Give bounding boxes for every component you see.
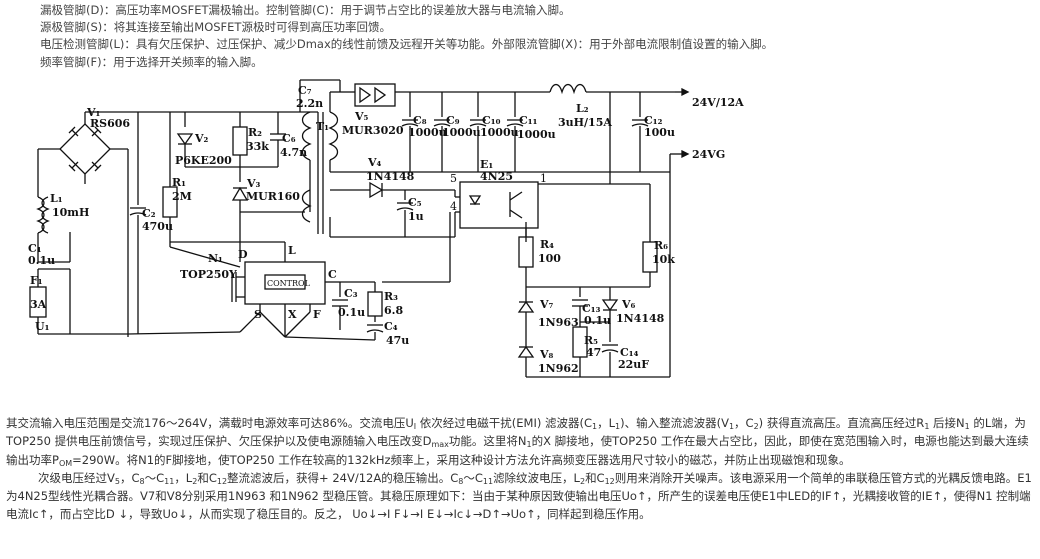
label-p6ke200: P6KE200 [175, 154, 232, 167]
label-c14-value: 22uF [618, 358, 649, 371]
label-f1-value: 3A [30, 298, 47, 311]
label-c12: C₁₂ [644, 114, 663, 127]
paragraph-output-stage: 次级电压经过V5，C8～C11，L2和C12整流滤波后，获得+ 24V/12A的… [6, 470, 1032, 522]
label-rs606: RS606 [90, 117, 130, 130]
label-c9-value: 1000u [442, 126, 481, 139]
article-body: 其交流输入电压范围是交流176～264V，满载时电源效率可达86%。交流电压UI… [6, 414, 1034, 524]
label-c3-value: 0.1u [338, 306, 365, 319]
label-pin-d: D [238, 248, 248, 261]
label-v5: V₅ [354, 110, 369, 123]
label-f1: F₁ [30, 274, 43, 287]
label-v3: V₃ [246, 177, 261, 190]
label-c5: C₅ [408, 196, 422, 209]
label-c11: C₁₁ [519, 114, 538, 127]
label-pin-4: 4 [450, 200, 457, 213]
circuit-schematic: V₁ RS606 L₁ 10mH C₁ 0.1u F₁ 3A U₁ R₁ 2M … [28, 79, 744, 378]
label-c10-value: 1000u [480, 126, 519, 139]
label-c1-value: 0.1u [28, 254, 55, 267]
intro-line: 源极管脚(S)：将其连接至输出MOSFET源极时可得到高压功率回馈。 [40, 20, 391, 35]
label-v6: V₆ [621, 298, 636, 311]
label-c14: C₁₄ [620, 346, 639, 359]
label-n1: N₁ [208, 252, 223, 265]
label-u1: U₁ [35, 320, 50, 333]
label-e1: E₁ [480, 158, 493, 171]
label-c6-value: 4.7n [280, 146, 307, 159]
label-c7: C₇ [298, 84, 312, 97]
label-v4: V₄ [367, 156, 382, 169]
label-c9: C₉ [446, 114, 460, 127]
intro-line: 频率管脚(F)：用于选择开关频率的输入脚。 [40, 54, 263, 69]
label-r3: R₃ [384, 290, 398, 303]
pin-description-list: 漏极管脚(D)：高压功率MOSFET漏极输出。控制管脚(C)：用于调节占空比的误… [40, 2, 1030, 71]
label-c12-value: 100u [644, 126, 675, 139]
label-r6-value: 10k [652, 253, 675, 266]
label-1n962: 1N962 [538, 362, 579, 375]
label-l1: L₁ [50, 192, 63, 205]
label-pin-c: C [328, 268, 337, 281]
label-4n25: 4N25 [480, 170, 513, 183]
label-r3-value: 6.8 [384, 304, 403, 317]
label-pin-l: L [288, 244, 296, 257]
label-r2-value: 33k [246, 140, 269, 153]
label-c2-value: 470u [142, 220, 173, 233]
label-c4: C₄ [384, 320, 398, 333]
label-r4-value: 100 [538, 252, 561, 265]
label-control: CONTROL [267, 279, 311, 288]
label-c8: C₈ [413, 114, 427, 127]
label-c2: C₂ [142, 207, 156, 220]
label-r1-value: 2M [172, 190, 192, 203]
label-r6: R₆ [654, 239, 668, 252]
label-1n4148-a: 1N4148 [366, 170, 415, 183]
label-1n4148-b: 1N4148 [616, 312, 665, 325]
label-c10: C₁₀ [482, 114, 501, 127]
label-r4: R₄ [540, 238, 554, 251]
label-v7: V₇ [539, 298, 554, 311]
label-c5-value: 1u [408, 210, 424, 223]
label-l2-value: 3uH/15A [558, 116, 612, 129]
label-pin-1: 1 [540, 172, 547, 185]
label-top250y: TOP250Y [180, 268, 237, 281]
label-l1-value: 10mH [52, 206, 89, 219]
label-v8: V₈ [539, 348, 554, 361]
label-c13-value: 0.1u [584, 314, 611, 327]
label-r5-value: 47 [586, 346, 601, 359]
label-1n963: 1N963 [538, 316, 579, 329]
label-c4-value: 47u [386, 334, 409, 347]
label-output-ground: 24VG [692, 148, 725, 161]
label-r2: R₂ [248, 126, 262, 139]
label-mur3020: MUR3020 [342, 124, 404, 137]
label-c3: C₃ [344, 287, 358, 300]
label-l2: L₂ [576, 102, 589, 115]
label-c13: C₁₃ [582, 302, 601, 315]
label-output-24v: 24V/12A [692, 96, 744, 109]
label-r5: R₅ [584, 334, 598, 347]
intro-line: 电压检测管脚(L)：具有欠压保护、过压保护、减少Dmax的线性前馈及远程开关等功… [40, 37, 774, 52]
paragraph-input-stage: 其交流输入电压范围是交流176～264V，满载时电源效率可达86%。交流电压UI… [6, 416, 1029, 468]
label-mur160: MUR160 [246, 190, 300, 203]
label-c8-value: 1000u [408, 126, 447, 139]
intro-line: 漏极管脚(D)：高压功率MOSFET漏极输出。控制管脚(C)：用于调节占空比的误… [40, 3, 571, 17]
label-v1: V₁ [86, 106, 101, 119]
label-pin-5: 5 [450, 172, 457, 185]
label-t1: T₁ [316, 120, 329, 133]
label-r1: R₁ [172, 176, 186, 189]
label-pin-x: X [288, 308, 297, 321]
label-c6: C₆ [282, 132, 296, 145]
label-v2: V₂ [194, 132, 209, 145]
label-c11-value: 1000u [517, 128, 556, 141]
label-c1: C₁ [28, 242, 42, 255]
label-c7-value: 2.2n [296, 97, 323, 110]
label-pin-s: S [254, 308, 262, 321]
label-pin-f: F [313, 308, 321, 321]
